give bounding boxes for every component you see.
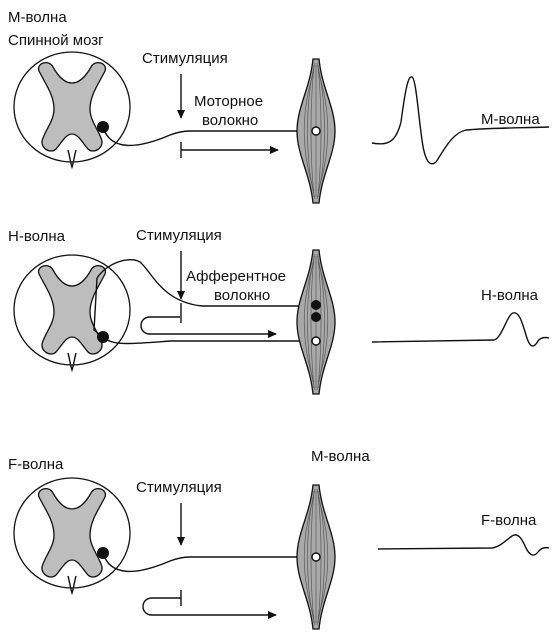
f-wave-panel: F-волна М-волна Стимуляция F-волна	[8, 448, 549, 629]
h-wave-panel: Н-волна Стимуляция Афферентное волокно Н…	[8, 227, 549, 394]
m-wave-panel: М-волна Спинной мозг Стимуляция Моторное…	[8, 9, 549, 203]
h-reflex-arc-arrow	[141, 317, 276, 334]
m-fiber-label-1: Моторное	[194, 93, 263, 110]
spinal-cord-label: Спинной мозг	[8, 32, 104, 49]
f-stimulation-label: Стимуляция	[136, 479, 222, 496]
h-stimulation-label: Стимуляция	[136, 227, 222, 244]
motor-fiber	[103, 127, 314, 145]
f-wave-trace	[378, 535, 549, 555]
h-fiber-label-1: Афферентное	[186, 268, 286, 285]
h-endplate	[312, 337, 320, 345]
f-motor-fiber	[103, 553, 314, 571]
spinal-cord-cross-section	[14, 52, 130, 167]
m-wave-label: М-волна	[481, 111, 540, 128]
f-panel-title: F-волна	[8, 456, 64, 473]
m-panel-title: М-волна	[8, 9, 67, 26]
h-receptor-2	[311, 312, 321, 322]
h-fiber-label-2: волокно	[214, 287, 270, 304]
f-antidromic-arrow	[143, 598, 276, 615]
m-stimulation-label: Стимуляция	[142, 50, 228, 67]
h-motor-fiber	[103, 337, 314, 344]
h-receptor-1	[311, 300, 321, 310]
f-endplate	[312, 553, 320, 561]
h-wave-label: Н-волна	[481, 287, 539, 304]
m-fiber-label-2: волокно	[202, 112, 258, 129]
h-panel-title: Н-волна	[8, 228, 66, 245]
spinal-cord-cross-section-h	[14, 255, 130, 370]
f-wave-label: F-волна	[481, 512, 537, 529]
m-endplate	[312, 127, 320, 135]
spinal-cord-cross-section-f	[14, 478, 130, 593]
h-wave-trace	[372, 313, 549, 346]
f-top-m-wave-label: М-волна	[311, 448, 370, 465]
